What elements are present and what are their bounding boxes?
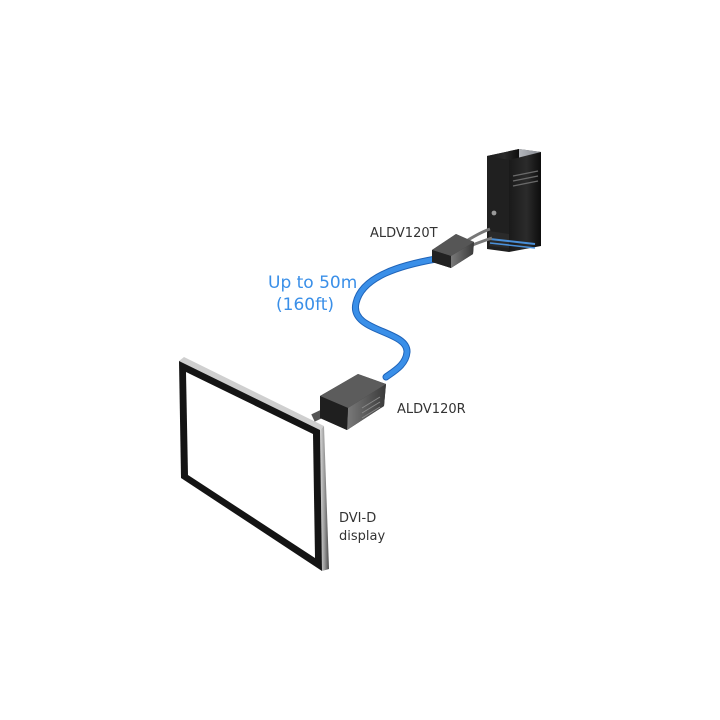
receiver-label: ALDV120R [397, 402, 466, 417]
distance-label-line1: Up to 50m [268, 273, 357, 293]
distance-label-line2: (160ft) [276, 295, 334, 315]
blue-cable [352, 255, 440, 381]
receiver-unit-icon [320, 374, 386, 430]
pc-tower-icon [487, 149, 541, 252]
display-label-line2: display [339, 529, 385, 544]
transmitter-unit-icon [432, 234, 474, 268]
monitor-icon [179, 357, 329, 571]
display-label-line1: DVI-D [339, 511, 376, 526]
transmitter-label: ALDV120T [370, 226, 438, 241]
